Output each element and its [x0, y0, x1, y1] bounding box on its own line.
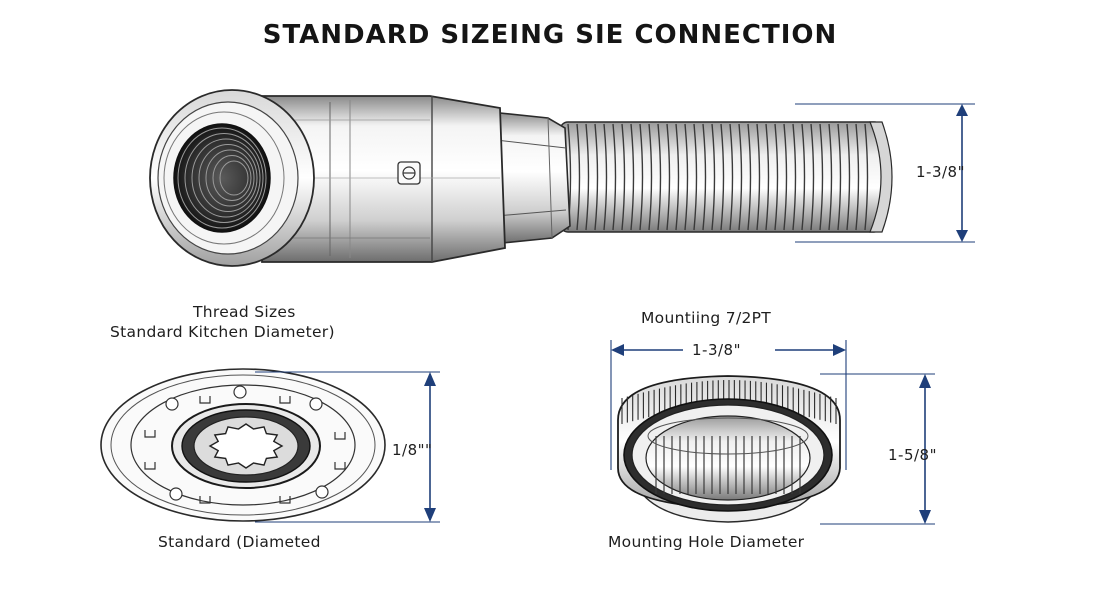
thread-ridge: [675, 123, 680, 231]
thread-ridge: [864, 123, 869, 231]
thread-ridge: [585, 123, 590, 231]
thread-ridge: [792, 123, 797, 231]
ring-notch: [334, 462, 346, 470]
thread-ridge: [819, 123, 824, 231]
thread-ridge: [576, 123, 581, 231]
bore-thread-ring: [177, 127, 267, 229]
thread-ridge: [657, 123, 662, 231]
dimension-line-shank: [795, 103, 975, 243]
thread-ridge: [639, 123, 644, 231]
fitting-side-view: [149, 89, 975, 267]
bolt-hole: [233, 385, 247, 399]
ring-notch: [279, 396, 291, 404]
threaded-shank: [559, 121, 893, 233]
thread-ridge: [747, 123, 752, 231]
thread-ridge: [612, 123, 617, 231]
ring-notch: [199, 396, 211, 404]
diagram-title: STANDARD SIZEING SIE CONNECTION: [262, 20, 838, 50]
fitting-emblem-icon: [397, 161, 421, 185]
dimension-line-height: [820, 373, 935, 525]
thread-ridge: [720, 123, 725, 231]
mounting-ring-view: [610, 340, 935, 525]
thread-ridge: [810, 123, 815, 231]
bolt-hole: [165, 397, 179, 411]
bore-thread-ring: [191, 138, 261, 218]
thread-ridge: [738, 123, 743, 231]
thread-ridge: [765, 123, 770, 231]
thread-ridge: [603, 123, 608, 231]
thread-ridge: [621, 123, 626, 231]
thread-ridge: [828, 123, 833, 231]
thread-ridge: [846, 123, 851, 231]
thread-sizes-subheading: Standard Kitchen Diameter): [110, 323, 335, 341]
bolt-hole: [315, 485, 329, 499]
bore-thread-ring: [205, 149, 255, 207]
bolt-hole: [309, 397, 323, 411]
bore-thread-ring: [184, 133, 264, 223]
ring-notch: [334, 432, 346, 440]
thread-end-view: [100, 368, 440, 523]
bolt-hole: [169, 487, 183, 501]
dimension-label-height: 1-5/8": [888, 446, 937, 464]
thread-ridge: [756, 123, 761, 231]
thread-ridge: [594, 123, 599, 231]
ring-notch: [144, 462, 156, 470]
internal-thread-bore: [173, 123, 271, 233]
thread-ridge: [684, 123, 689, 231]
thread-ridge: [702, 123, 707, 231]
mounting-heading: Mountiing 7/2PT: [641, 309, 772, 327]
thread-sizes-heading: Thread Sizes: [193, 303, 296, 321]
dimension-label-shank: 1-3/8": [916, 163, 965, 181]
thread-ridge: [801, 123, 806, 231]
thread-ridge: [630, 123, 635, 231]
bore-thread-ring: [198, 144, 258, 212]
standard-caption: Standard (Diameted: [158, 533, 321, 551]
thread-ridge: [837, 123, 842, 231]
thread-ridge: [774, 123, 779, 231]
thread-ridge: [783, 123, 788, 231]
dimension-label-thread: 1/8"": [392, 441, 433, 459]
ring-notch: [279, 496, 291, 504]
bore-thread-ring: [219, 160, 249, 196]
dimension-label-width: 1-3/8": [692, 341, 741, 359]
thread-ridge: [855, 123, 860, 231]
thread-ridge: [711, 123, 716, 231]
thread-ridge: [729, 123, 734, 231]
thread-ridge: [693, 123, 698, 231]
thread-ridge: [666, 123, 671, 231]
thread-ridge: [648, 123, 653, 231]
bore-thread-ring: [212, 155, 252, 201]
dimension-line-thread: [255, 371, 440, 523]
ring-notch: [144, 430, 156, 438]
dimension-line-width: [610, 340, 847, 470]
ring-notch: [199, 496, 211, 504]
mounting-hole-caption: Mounting Hole Diameter: [608, 533, 805, 551]
